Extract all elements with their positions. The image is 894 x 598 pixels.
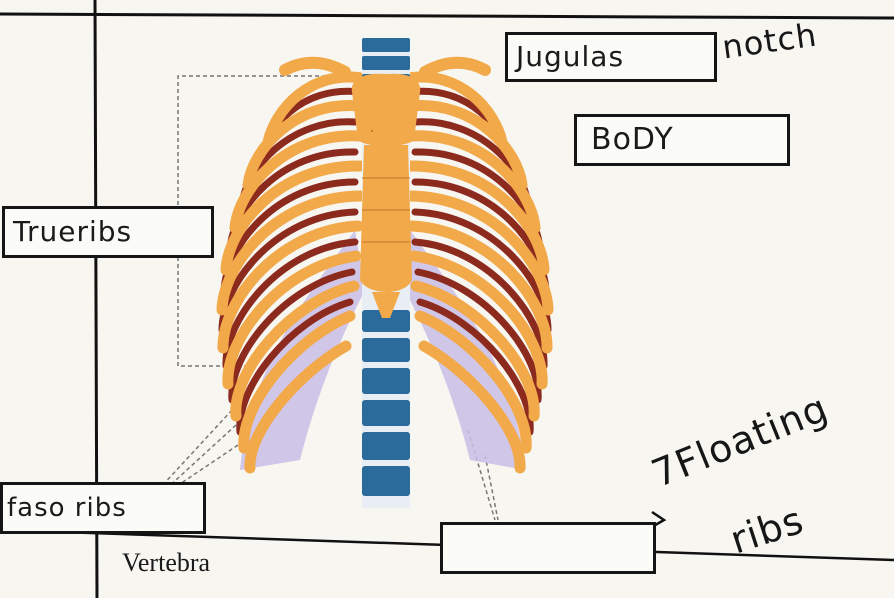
false-ribs-label-box[interactable]: faso ribs (0, 482, 206, 534)
vertebra-label: Vertebra (122, 548, 210, 578)
floating-ribs-label-box[interactable] (440, 522, 656, 574)
sternum-body (360, 145, 412, 292)
body-label-box[interactable]: BoDY (574, 114, 790, 166)
false-ribs-label-text: faso ribs (7, 493, 127, 523)
jugular-notch-label-box[interactable]: Jugulas (505, 32, 717, 82)
body-label-text: BoDY (591, 122, 674, 157)
jugular-notch-label-text: Jugulas (516, 40, 624, 73)
false-ribs-leaders (160, 410, 238, 492)
true-ribs-label-text: Trueribs (13, 215, 132, 248)
true-ribs-label-box[interactable]: Trueribs (2, 206, 214, 258)
manubrium (352, 74, 420, 146)
